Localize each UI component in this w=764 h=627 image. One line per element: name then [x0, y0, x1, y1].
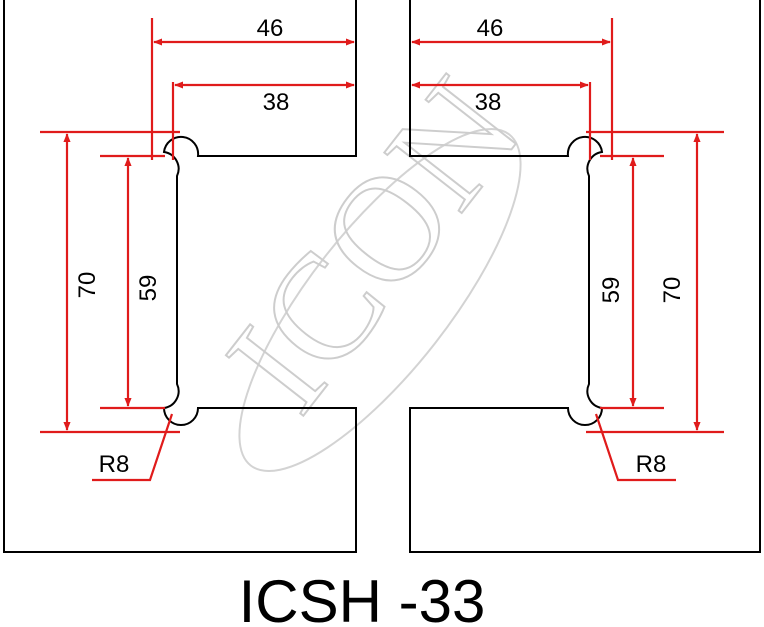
- part-number-title: ICSH -33: [239, 568, 486, 627]
- left-radius-label: R8: [99, 451, 130, 478]
- left-width-inner-label: 38: [263, 89, 290, 116]
- right-height-outer-label: 70: [659, 277, 686, 304]
- left-radius-leader: [92, 413, 174, 482]
- right-width-outer-label: 46: [477, 15, 504, 42]
- watermark-logo: ICON: [194, 48, 553, 473]
- right-radius-leader: [594, 413, 676, 482]
- right-plate-outline: [409, 0, 761, 553]
- left-height-outer-label: 70: [74, 272, 101, 299]
- right-height-inner-label: 59: [598, 277, 625, 304]
- right-dimensions: 46 38 70 59 R8: [411, 15, 724, 482]
- left-width-outer-label: 46: [257, 15, 284, 42]
- right-radius-label: R8: [636, 451, 667, 478]
- left-dimensions: 46 38 70 59 R8: [40, 15, 355, 482]
- left-height-inner-label: 59: [135, 275, 162, 302]
- left-plate-outline: [3, 0, 357, 553]
- right-width-inner-label: 38: [475, 89, 502, 116]
